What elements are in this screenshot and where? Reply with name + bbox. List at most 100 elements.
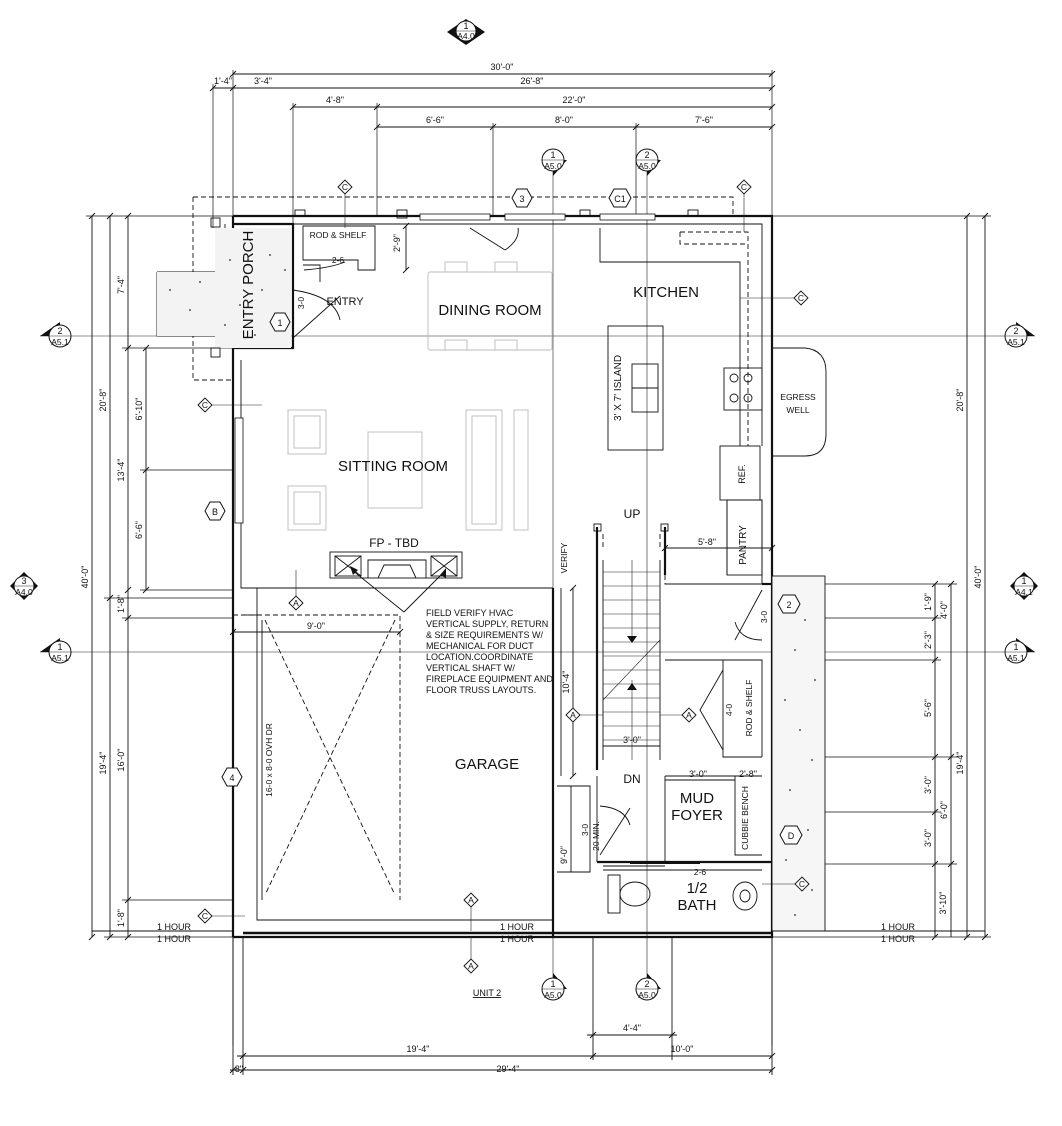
doors [292, 227, 763, 867]
section-sheet-ref: A4.1 [1015, 587, 1033, 597]
tag-letter: C [799, 879, 805, 889]
window-tag-text: C1 [614, 194, 626, 204]
section-marker-left-a4-0[interactable]: 3 A4.0 [10, 572, 38, 600]
window-tag-d[interactable]: D [779, 825, 803, 845]
note-line: VERTICAL SHAFT W/ [426, 663, 515, 673]
door-tag-1[interactable]: 1 [269, 312, 291, 332]
diamond-tag-a[interactable]: A [660, 707, 697, 723]
section-marker-left-a5-1[interactable]: 2 A5.1 [40, 322, 72, 348]
diamond-tag-c[interactable]: C [337, 179, 353, 228]
section-sheet-ref: A4.0 [457, 31, 475, 41]
diamond-tag-a[interactable]: A [463, 892, 479, 931]
window-tag-3[interactable]: 3 [511, 188, 533, 208]
kitchen-appliances [719, 367, 763, 576]
dim-text: 1'-8" [116, 909, 126, 927]
section-sheet-ref: A5.0 [544, 990, 562, 1000]
window-tag-2[interactable]: 2 [777, 594, 801, 614]
door-size: 3-0 [759, 611, 769, 624]
one-hour-label: 1 HOUR [157, 934, 192, 944]
section-marker-top-a5-0-2[interactable]: 2 A5.0 [635, 148, 661, 176]
side-slab [771, 575, 826, 932]
dim-text: 1'-8" [116, 595, 126, 613]
door-tag-text: 1 [277, 318, 282, 328]
tag-letter: A [686, 710, 692, 720]
diamond-tag-c[interactable]: C [197, 397, 262, 413]
dim-text: 8'-0" [555, 115, 573, 125]
room-foyer: FOYER [671, 807, 723, 824]
note-line: FIREPLACE EQUIPMENT AND [426, 674, 553, 684]
section-marker-right-a5-1-lower[interactable]: 1 A5.1 [1004, 638, 1035, 664]
fireplace [329, 551, 463, 579]
dim-text: 4'-0" [939, 601, 949, 619]
room-bath: BATH [678, 897, 717, 914]
room-pantry: PANTRY [738, 525, 749, 565]
dim-text: 19'-4" [955, 752, 965, 775]
room-labels: ENTRY PORCH ENTRY DINING ROOM KITCHEN SI… [240, 231, 749, 998]
dim-text: 22'-0" [563, 95, 586, 105]
twenty-min-label: 20 MIN. [591, 821, 601, 851]
section-marker-left-a5-1-lower[interactable]: 1 A5.1 [40, 638, 72, 664]
room-dining: DINING ROOM [438, 302, 541, 319]
section-number: 1 [1013, 642, 1018, 652]
tag-letter: A [293, 598, 299, 608]
plan-labels: ROD & SHELF ROD & SHELF 3' X 7' ISLAND F… [264, 230, 754, 851]
section-marker-bottom-a5-0-1[interactable]: 1 A5.0 [541, 973, 567, 1001]
dim-text: 8" [235, 1064, 243, 1074]
unit-label: UNIT 2 [473, 988, 501, 998]
section-marker-bottom-a5-0-2[interactable]: 2 A5.0 [635, 973, 661, 1001]
one-hour-label: 1 HOUR [500, 934, 535, 944]
dim-text: 2'-9" [392, 234, 402, 252]
section-marker-right-a5-1[interactable]: 2 A5.1 [1004, 322, 1035, 348]
diamond-tag-a[interactable]: A [288, 570, 304, 611]
dim-text: 3'-0" [689, 769, 707, 779]
section-sheet-ref: A5.0 [638, 990, 656, 1000]
dim-text: 5'-8" [698, 537, 716, 547]
section-marker-right-a4-1[interactable]: 1 A4.1 [1010, 572, 1038, 600]
dining-table [427, 261, 553, 351]
diamond-tag-c[interactable]: C [736, 179, 752, 232]
sitting-furniture [287, 409, 529, 531]
section-marker-top-a5-0-1[interactable]: 1 A5.0 [541, 148, 567, 176]
diamond-tag-c[interactable]: C [740, 290, 809, 306]
diamond-tag-a[interactable]: A [565, 707, 603, 723]
window-tag-text: 2 [786, 600, 791, 610]
ref-label: REF. [737, 464, 747, 484]
bath-fixtures [607, 874, 758, 914]
door-size: 2-6 [332, 255, 345, 265]
tag-letter: C [342, 182, 348, 192]
dim-text: 10'-4" [561, 671, 571, 694]
dim-text: 9'-0" [559, 846, 569, 864]
dim-text: 6'-10" [134, 398, 144, 421]
section-sheet-ref: A5.1 [1007, 337, 1025, 347]
diamond-tag-c[interactable]: C [197, 908, 245, 924]
dim-text: 7'-4" [116, 276, 126, 294]
top-dimensions: 30'-0" 1'-4" 3'-4" 26'-8" 4'-8" 22'-0" 6… [209, 62, 776, 228]
window-tag-4[interactable]: 4 [221, 767, 243, 787]
diamond-tag-c[interactable]: C [762, 876, 810, 892]
window-tag-b[interactable]: B [204, 501, 226, 521]
stair-down-label: DN [623, 772, 640, 786]
section-sheet-ref: A4.0 [15, 587, 33, 597]
note-line: MECHANICAL FOR DUCT [426, 641, 534, 651]
dim-text: 5'-6" [923, 699, 933, 717]
tag-letter: C [202, 400, 208, 410]
section-number: 1 [57, 642, 62, 652]
dim-text: 2'-8" [739, 769, 757, 779]
section-sheet-ref: A5.1 [1007, 653, 1025, 663]
entry-porch-slab [156, 217, 291, 358]
window-tag-text: B [212, 507, 218, 517]
section-number: 1 [463, 21, 468, 31]
windows-top [234, 209, 699, 524]
window-tag-c1[interactable]: C1 [608, 188, 632, 208]
garage-door [261, 619, 396, 900]
room-half-bath: 1/2 [687, 880, 708, 897]
section-marker-top[interactable]: 1 A4.0 [447, 19, 485, 45]
one-hour-label: 1 HOUR [881, 922, 916, 932]
tag-letter: C [798, 293, 804, 303]
section-number: 3 [21, 576, 26, 586]
dim-text: 1'-9" [923, 593, 933, 611]
diamond-tag-a[interactable]: A [463, 937, 479, 974]
dim-text: 10'-0" [671, 1044, 694, 1054]
one-hour-label: 1 HOUR [157, 922, 192, 932]
